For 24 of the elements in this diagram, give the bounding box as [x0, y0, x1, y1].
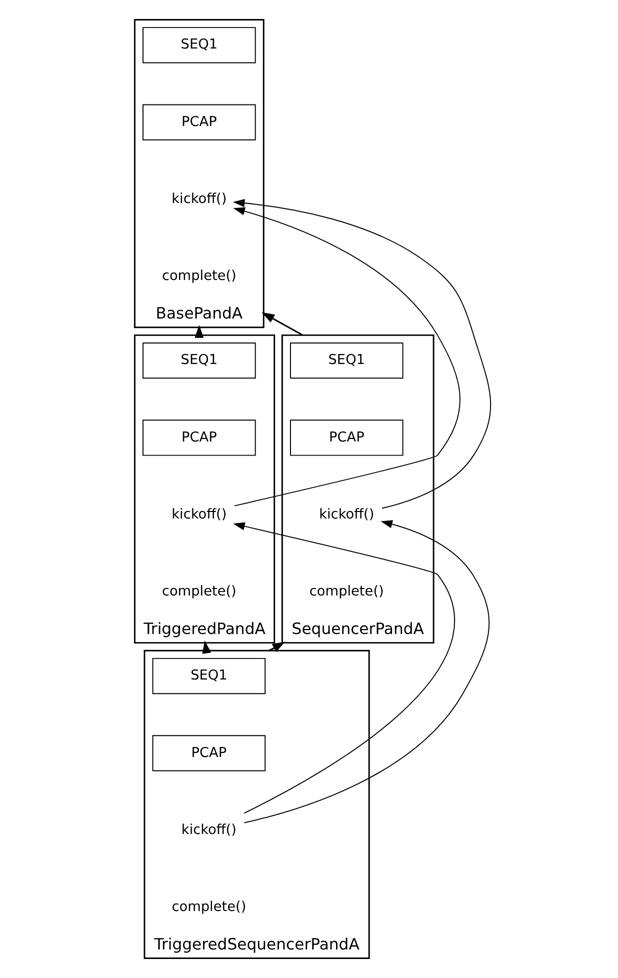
node-text: complete(): [162, 584, 236, 600]
arrow: [233, 207, 460, 506]
arrow: [233, 522, 456, 814]
node-box: PCAP: [142, 420, 256, 456]
arrow: [262, 312, 304, 336]
node-box: PCAP: [290, 420, 404, 456]
node-text: kickoff(): [172, 506, 227, 522]
arrow: [244, 520, 490, 824]
node-text: complete(): [162, 268, 236, 284]
node-box: PCAP: [152, 735, 266, 772]
arrow: [194, 325, 204, 338]
node-text: kickoff(): [181, 822, 236, 838]
node-box: PCAP: [142, 104, 256, 140]
node-box: SEQ1: [290, 342, 404, 379]
node-box: SEQ1: [152, 658, 266, 694]
node-box: SEQ1: [142, 342, 256, 379]
node-text: kickoff(): [172, 191, 227, 208]
arrow: [232, 198, 492, 509]
node-text: complete(): [172, 899, 246, 916]
node-text: complete(): [309, 584, 384, 600]
node-text: kickoff(): [319, 506, 374, 522]
arrow: [202, 640, 212, 654]
arrow: [268, 642, 286, 652]
node-box: SEQ1: [142, 27, 256, 64]
